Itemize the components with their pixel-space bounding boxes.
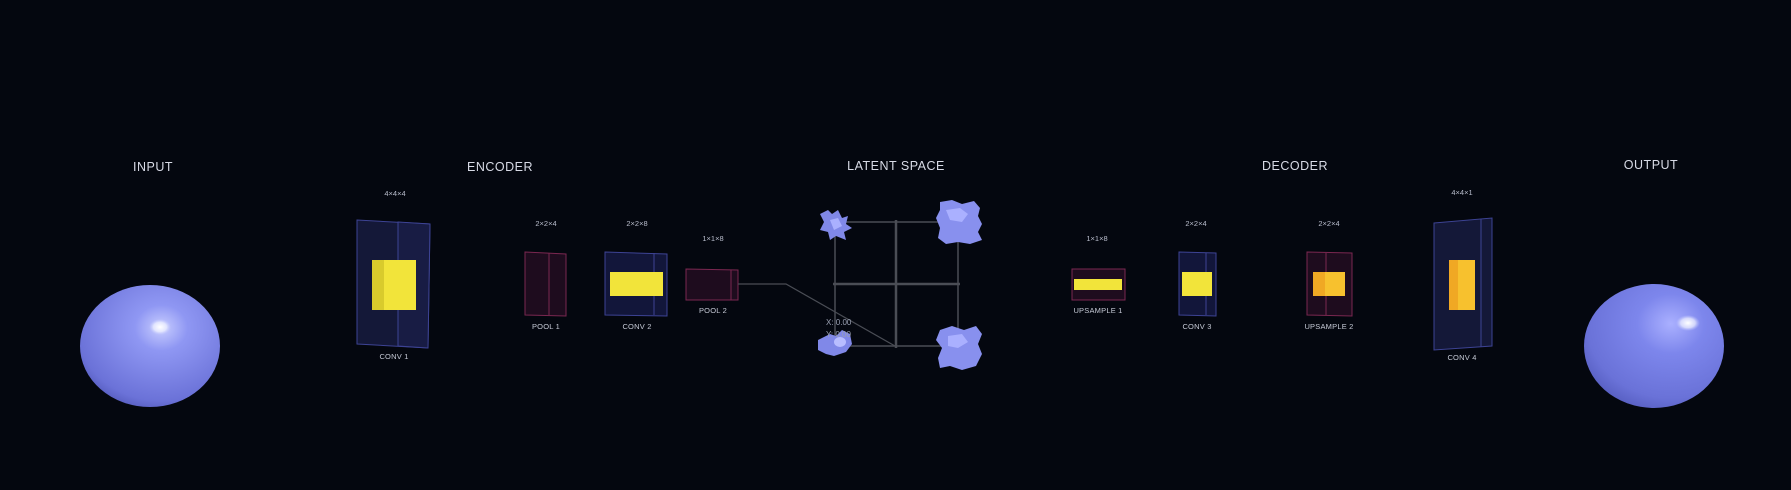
conv1-block bbox=[356, 219, 431, 349]
conv4-dims: 4×4×1 bbox=[1451, 188, 1473, 197]
latent-y-readout: Y: 0.00 bbox=[826, 330, 851, 339]
input-sphere bbox=[80, 285, 220, 407]
conv2-block bbox=[604, 251, 668, 317]
latent-sample-top-left bbox=[820, 210, 852, 240]
latent-grid bbox=[833, 220, 960, 348]
conv1-label: CONV 1 bbox=[379, 352, 409, 361]
upsample1-label: UPSAMPLE 1 bbox=[1073, 306, 1123, 315]
pool2-to-latent-connector bbox=[738, 283, 896, 347]
pool1-block bbox=[524, 251, 567, 317]
conv4-block bbox=[1433, 217, 1493, 351]
conv3-block bbox=[1178, 251, 1217, 317]
section-title-decoder: DECODER bbox=[1261, 159, 1329, 173]
pool2-dims: 1×1×8 bbox=[702, 234, 724, 243]
latent-x-readout: X: 0.00 bbox=[826, 318, 852, 327]
pool1-label: POOL 1 bbox=[531, 322, 561, 331]
output-sphere bbox=[1584, 284, 1724, 408]
section-title-encoder: ENCODER bbox=[466, 160, 534, 174]
upsample2-label: UPSAMPLE 2 bbox=[1304, 322, 1354, 331]
conv3-dims: 2×2×4 bbox=[1185, 219, 1207, 228]
pool2-block bbox=[685, 268, 739, 301]
conv2-label: CONV 2 bbox=[622, 322, 652, 331]
section-title-input: INPUT bbox=[133, 160, 173, 174]
upsample1-block bbox=[1071, 268, 1126, 301]
section-title-latent: LATENT SPACE bbox=[847, 159, 945, 173]
upsample2-dims: 2×2×4 bbox=[1318, 219, 1340, 228]
section-title-output: OUTPUT bbox=[1623, 158, 1679, 172]
upsample2-block bbox=[1306, 251, 1353, 317]
conv3-label: CONV 3 bbox=[1182, 322, 1212, 331]
pool2-label: POOL 2 bbox=[698, 306, 728, 315]
pool1-dims: 2×2×4 bbox=[535, 219, 557, 228]
conv4-label: CONV 4 bbox=[1447, 353, 1477, 362]
latent-sample-top-right bbox=[936, 200, 982, 244]
conv2-dims: 2×2×8 bbox=[626, 219, 648, 228]
conv1-dims: 4×4×4 bbox=[384, 189, 406, 198]
latent-sample-bottom-right bbox=[936, 326, 982, 370]
upsample1-dims: 1×1×8 bbox=[1086, 234, 1108, 243]
latent-sample-bottom-left bbox=[818, 330, 852, 356]
